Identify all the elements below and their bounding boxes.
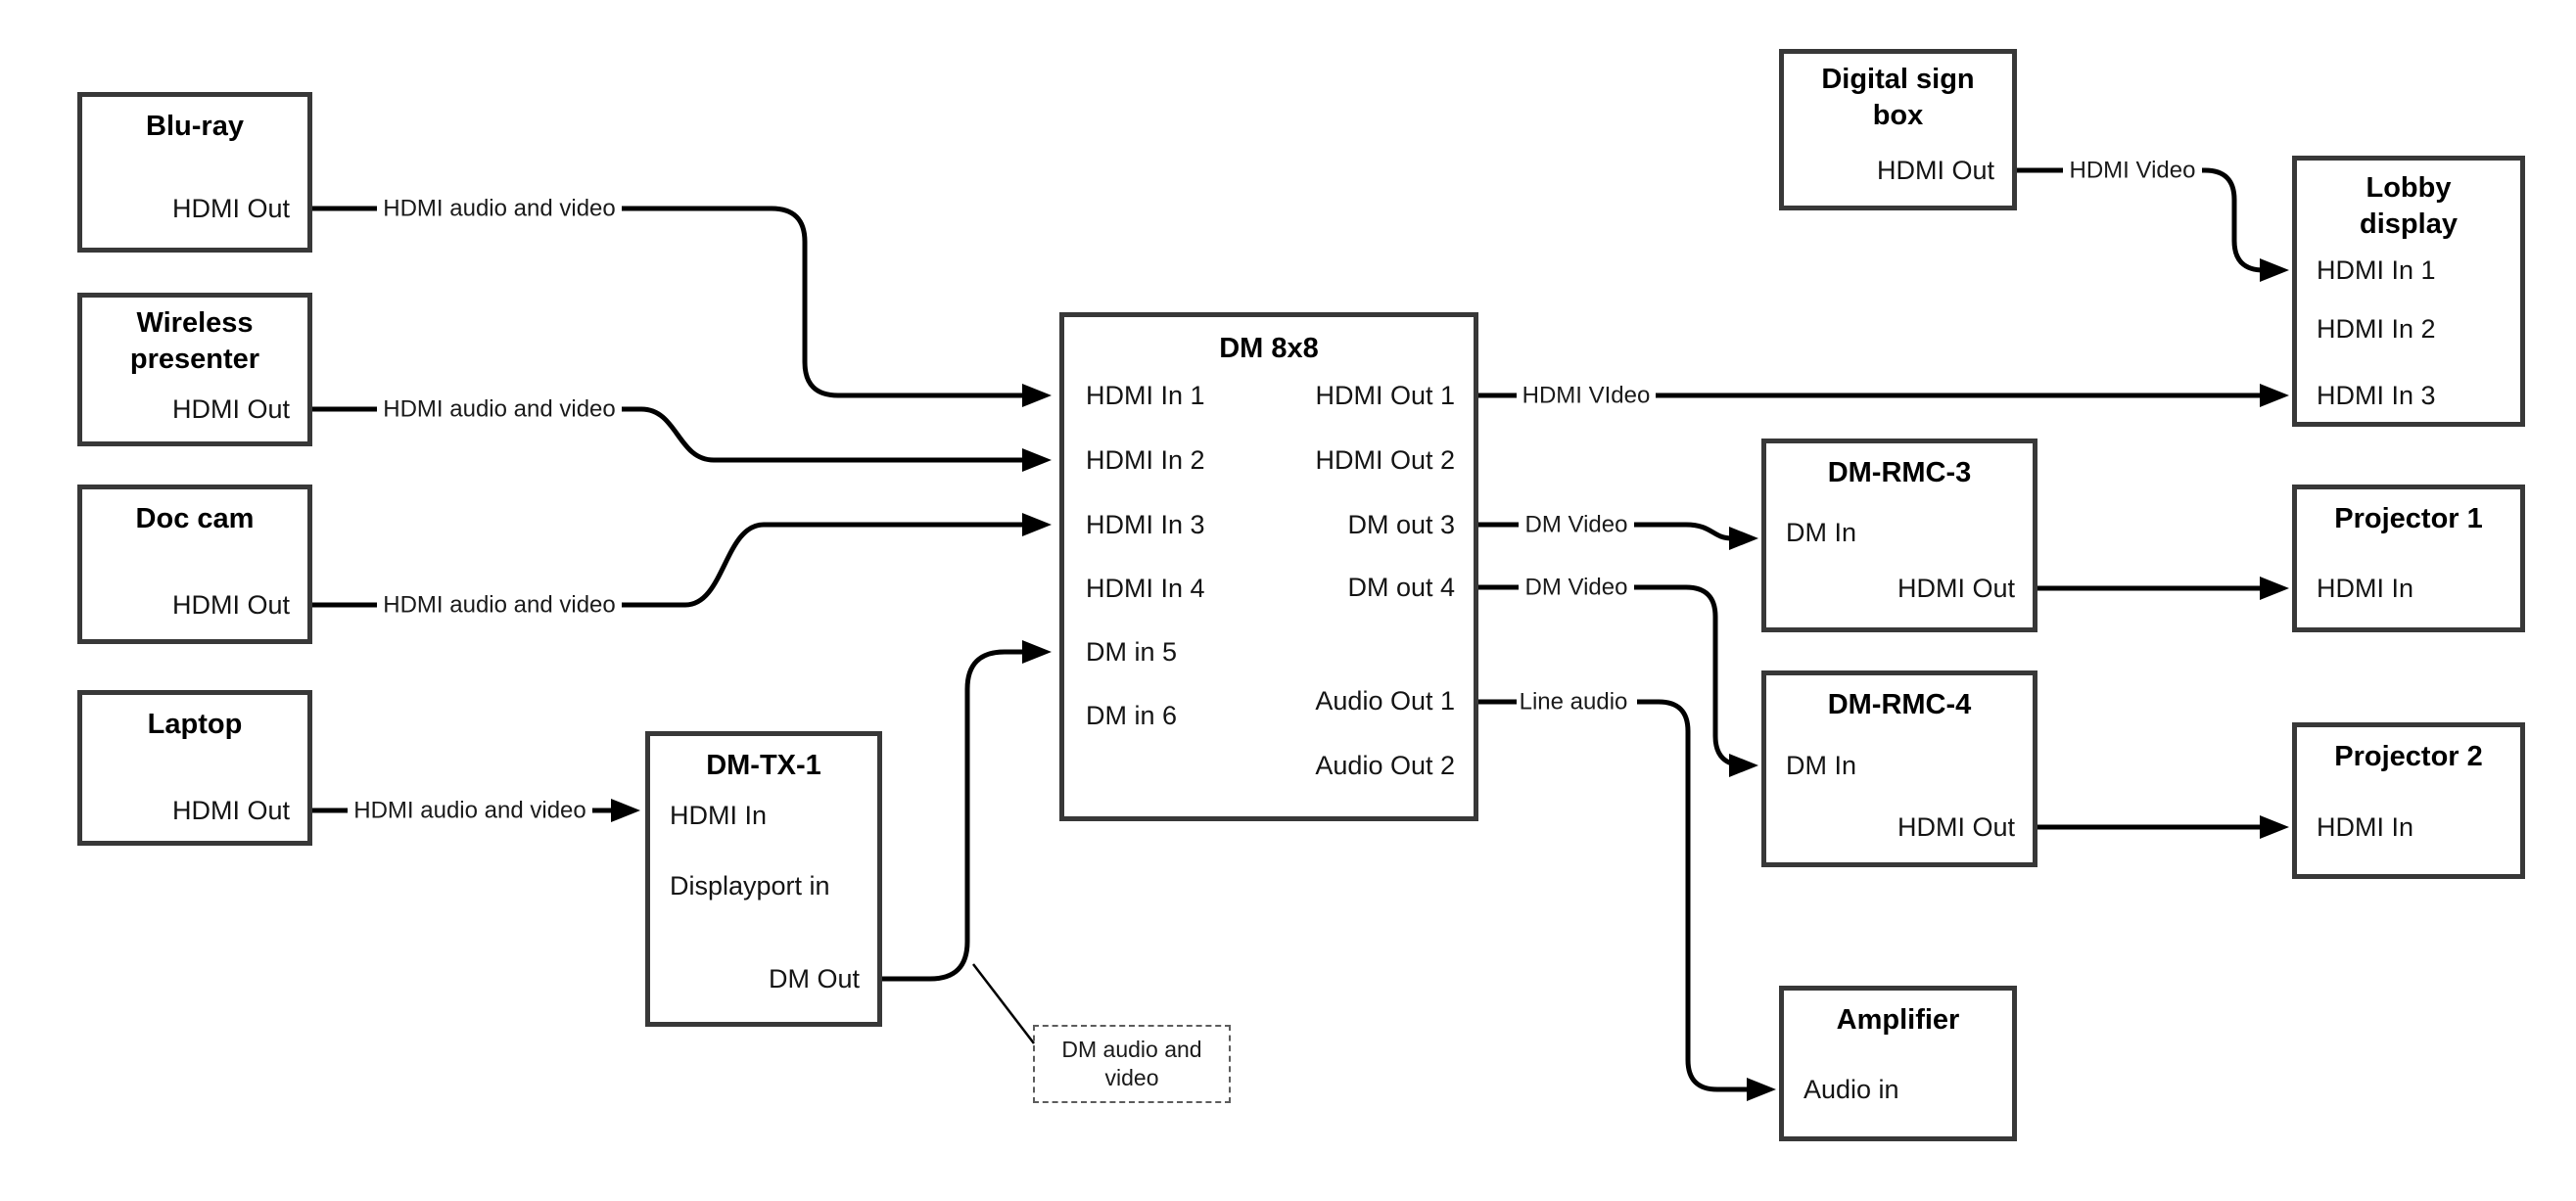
edge-label: Line audio <box>1520 689 1628 716</box>
node-blu-ray: Blu-ray HDMI Out <box>77 92 312 253</box>
port-hdmi-in: HDMI In <box>670 801 768 830</box>
node-projector-1: Projector 1 HDMI In <box>2292 485 2525 632</box>
port-dm-in-6: DM in 6 <box>1086 701 1178 730</box>
port-hdmi-out: HDMI Out <box>1897 812 2015 842</box>
port-audio-out-2: Audio Out 2 <box>1315 751 1455 780</box>
port-dm-out: DM Out <box>768 964 860 993</box>
port-hdmi-in-4: HDMI In 4 <box>1086 574 1205 603</box>
node-title: DM-TX-1 <box>706 750 821 781</box>
port-hdmi-in-1: HDMI In 1 <box>2317 255 2436 285</box>
edge-dmout4-to-rmc4: DM Video <box>1478 575 1758 777</box>
edge-label: HDMI audio and video <box>383 396 615 423</box>
port-hdmi-out-2: HDMI Out 2 <box>1315 445 1455 475</box>
node-title: Projector 1 <box>2334 503 2483 534</box>
edge-wireless-to-dm8x8: HDMI audio and video <box>312 396 1052 472</box>
callout-note: DM audio and video <box>1033 1025 1231 1103</box>
port-hdmi-out: HDMI Out <box>1897 574 2015 603</box>
port-dm-in: DM In <box>1786 518 1857 547</box>
edge-label: HDMI Video <box>2070 158 2196 184</box>
port-dm-in: DM In <box>1786 751 1857 780</box>
node-lobby-display: Lobby display HDMI In 1 HDMI In 2 HDMI I… <box>2292 156 2525 427</box>
port-hdmi-in-1: HDMI In 1 <box>1086 381 1205 410</box>
edge-dmout3-to-rmc3: DM Video <box>1478 512 1758 550</box>
edge-label: HDMI audio and video <box>383 592 615 619</box>
port-audio-out-1: Audio Out 1 <box>1315 686 1455 716</box>
edge-sign-to-lobby: HDMI Video <box>2017 158 2289 282</box>
node-digital-sign-box: Digital sign box HDMI Out <box>1779 49 2017 210</box>
callout-note-text: DM audio and video <box>1061 1037 1202 1090</box>
node-title: Lobby display <box>2360 172 2458 240</box>
node-title: Digital sign box <box>1821 64 1975 131</box>
port-audio-in: Audio in <box>1803 1075 1899 1104</box>
node-title: Doc cam <box>135 503 255 534</box>
edge-label: DM Video <box>1525 575 1628 601</box>
port-displayport-in: Displayport in <box>670 871 830 901</box>
port-hdmi-out: HDMI Out <box>171 590 290 620</box>
edge-laptop-to-dmtx1: HDMI audio and video <box>312 798 640 824</box>
node-laptop: Laptop HDMI Out <box>77 690 312 846</box>
edge-label: HDMI audio and video <box>353 798 585 824</box>
node-amplifier: Amplifier Audio in <box>1779 986 2017 1141</box>
port-hdmi-out: HDMI Out <box>1876 156 1994 185</box>
edge-label: HDMI VIdeo <box>1522 383 1651 409</box>
edge-label: DM Video <box>1525 512 1628 538</box>
port-hdmi-in-3: HDMI In 3 <box>2317 381 2436 410</box>
port-hdmi-in-2: HDMI In 2 <box>2317 314 2436 344</box>
node-wireless-presenter: Wireless presenter HDMI Out <box>77 293 312 446</box>
port-hdmi-in-3: HDMI In 3 <box>1086 510 1205 539</box>
port-hdmi-out: HDMI Out <box>171 394 290 424</box>
node-dm-8x8: DM 8x8 HDMI In 1 HDMI In 2 HDMI In 3 HDM… <box>1059 312 1478 821</box>
port-dm-in-5: DM in 5 <box>1086 637 1178 667</box>
port-hdmi-out-1: HDMI Out 1 <box>1315 381 1455 410</box>
node-title: Projector 2 <box>2334 741 2483 772</box>
edge-doccam-to-dm8x8: HDMI audio and video <box>312 513 1052 619</box>
edge-bluray-to-dm8x8: HDMI audio and video <box>312 196 1052 407</box>
node-dm-rmc-3: DM-RMC-3 DM In HDMI Out <box>1761 439 2037 632</box>
port-dm-out-4: DM out 4 <box>1347 573 1455 602</box>
port-hdmi-in-2: HDMI In 2 <box>1086 445 1205 475</box>
node-title: DM 8x8 <box>1219 333 1319 364</box>
node-title: Laptop <box>147 709 243 740</box>
port-hdmi-in: HDMI In <box>2317 812 2414 842</box>
node-dm-rmc-4: DM-RMC-4 DM In HDMI Out <box>1761 670 2037 867</box>
node-title: DM-RMC-3 <box>1827 457 1972 488</box>
port-dm-out-3: DM out 3 <box>1347 510 1455 539</box>
node-title: DM-RMC-4 <box>1827 689 1972 720</box>
port-hdmi-in: HDMI In <box>2317 574 2414 603</box>
port-hdmi-out: HDMI Out <box>171 796 290 825</box>
port-hdmi-out: HDMI Out <box>171 194 290 223</box>
node-title: Blu-ray <box>146 111 244 142</box>
node-dm-tx-1: DM-TX-1 HDMI In Displayport in DM Out <box>645 731 882 1027</box>
edge-audio1-to-amp: Line audio <box>1478 689 1776 1101</box>
edge-label: HDMI audio and video <box>383 196 615 222</box>
node-title: Amplifier <box>1836 1004 1960 1036</box>
node-title: Wireless presenter <box>129 307 260 375</box>
node-doc-cam: Doc cam HDMI Out <box>77 485 312 644</box>
edge-dmtx1-to-dm8x8 <box>882 640 1052 1044</box>
node-projector-2: Projector 2 HDMI In <box>2292 722 2525 879</box>
edge-out1-to-lobby: HDMI VIdeo <box>1478 383 2289 409</box>
